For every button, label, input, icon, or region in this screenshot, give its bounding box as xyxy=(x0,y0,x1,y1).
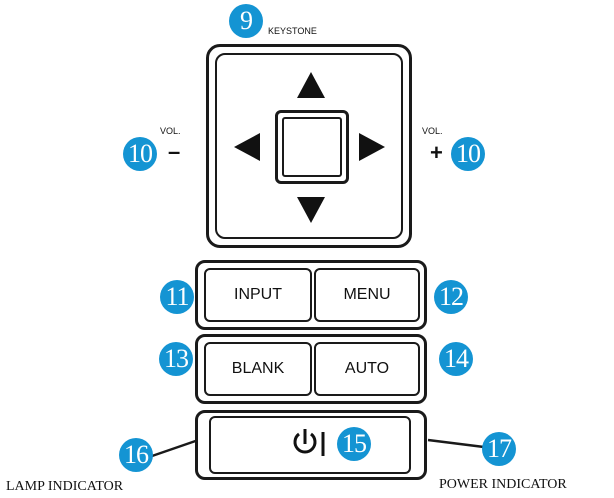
power-button[interactable] xyxy=(209,416,411,474)
badge-blank: 13 xyxy=(159,342,193,376)
arrow-left-icon[interactable] xyxy=(234,133,260,161)
arrow-right-icon[interactable] xyxy=(359,133,385,161)
input-button[interactable]: INPUT xyxy=(204,268,312,322)
auto-button-label: AUTO xyxy=(344,360,390,377)
minus-sign: – xyxy=(168,139,181,164)
power-led-leader-line xyxy=(427,438,485,449)
menu-button[interactable]: MENU xyxy=(314,268,420,322)
badge-keystone: 9 xyxy=(229,4,263,38)
dpad-center-button[interactable] xyxy=(275,110,349,184)
input-button-label: INPUT xyxy=(234,286,282,303)
auto-button[interactable]: AUTO xyxy=(314,342,420,396)
blank-button[interactable]: BLANK xyxy=(204,342,312,396)
badge-power: 15 xyxy=(337,427,371,461)
arrow-up-icon[interactable] xyxy=(297,72,325,98)
badge-auto: 14 xyxy=(439,342,473,376)
lamp-indicator-label: LAMP INDICATOR xyxy=(6,479,124,494)
keystone-label: KEYSTONE xyxy=(268,26,317,36)
vol-left-label: VOL. xyxy=(160,126,181,136)
plus-sign: + xyxy=(430,140,443,165)
badge-power-led: 17 xyxy=(482,432,516,466)
vol-right-label: VOL. xyxy=(422,126,443,136)
dpad-center-inner xyxy=(282,117,342,177)
badge-lamp: 16 xyxy=(119,438,153,472)
menu-button-label: MENU xyxy=(343,286,391,303)
power-indicator-label: POWER INDICATOR xyxy=(439,477,567,492)
blank-button-label: BLANK xyxy=(231,360,285,377)
badge-vol-left: 10 xyxy=(123,137,157,171)
power-icon xyxy=(293,429,325,456)
badge-menu: 12 xyxy=(434,280,468,314)
badge-vol-right: 10 xyxy=(451,137,485,171)
arrow-down-icon[interactable] xyxy=(297,197,325,223)
badge-input: 11 xyxy=(160,280,194,314)
